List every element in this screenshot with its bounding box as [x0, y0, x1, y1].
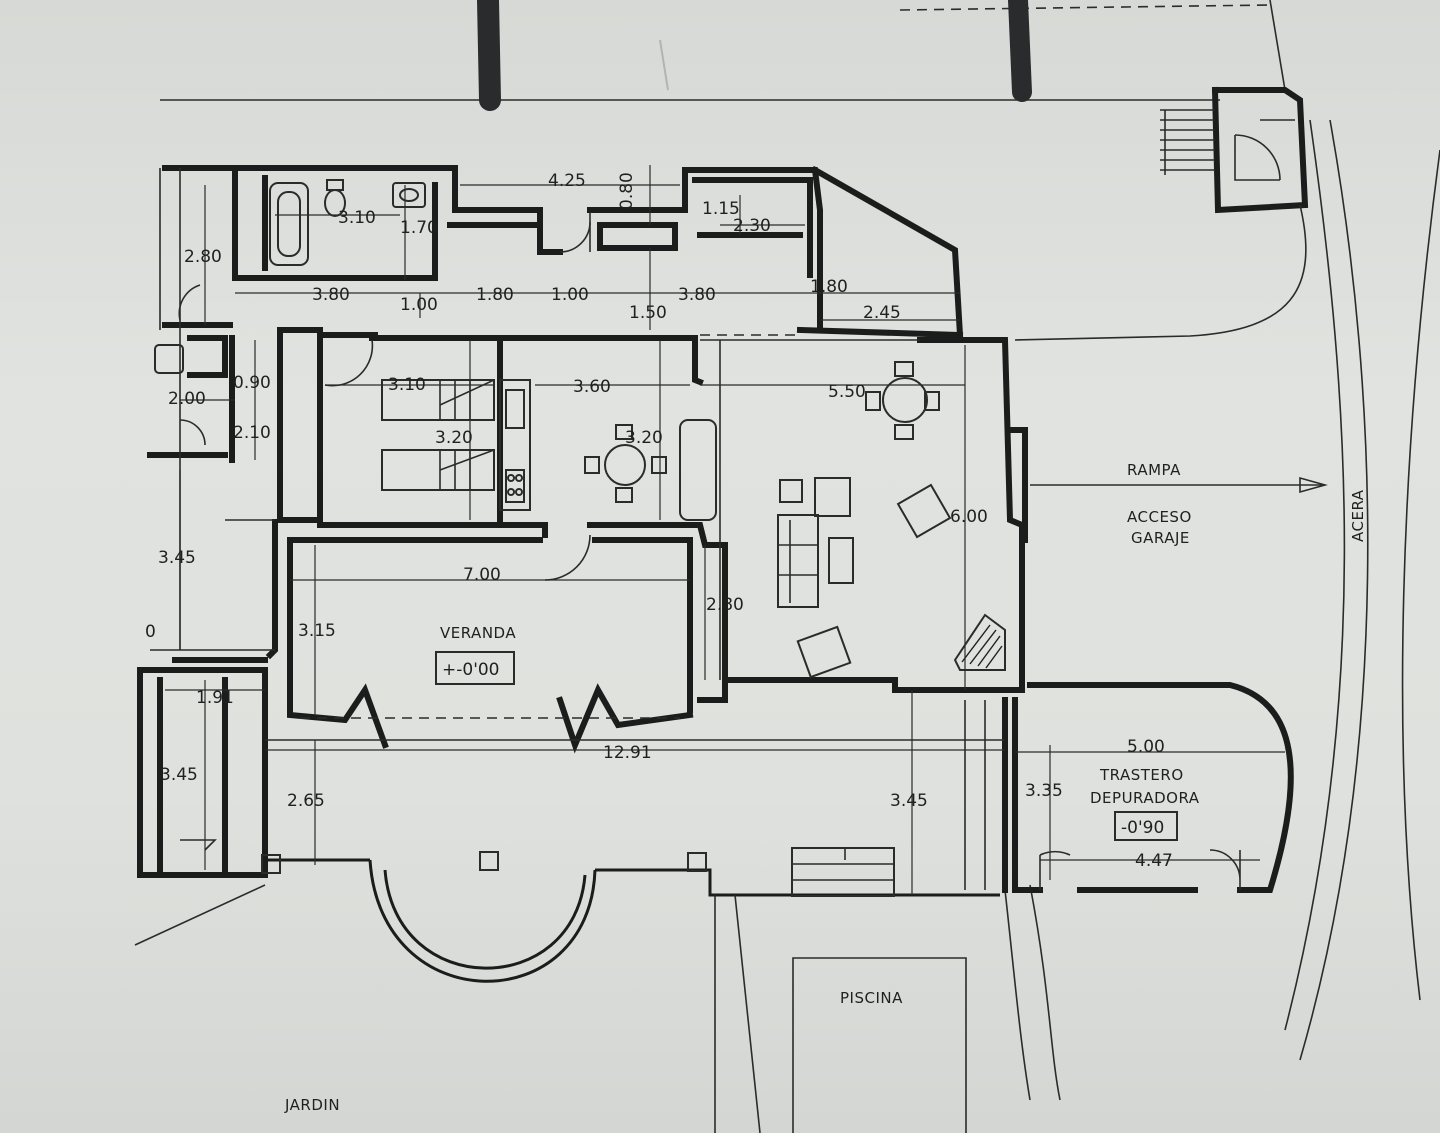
dim-1-50: 1.50 [629, 303, 667, 323]
fireplace-icon [953, 613, 1006, 671]
dim-3-35: 3.35 [1025, 781, 1063, 801]
dim-3-10-bath: 3.10 [338, 208, 376, 228]
label-acceso: ACCESO [1127, 508, 1192, 526]
column-icon [687, 852, 707, 872]
dim-2-65: 2.65 [287, 791, 325, 811]
level-box-veranda [435, 651, 515, 685]
dim-3-45-left: 3.45 [158, 548, 196, 568]
armchair-icon [796, 625, 852, 679]
dim-3-45-right: 3.45 [890, 791, 928, 811]
dim-3-10-room: 3.10 [388, 375, 426, 395]
label-acera: ACERA [1349, 489, 1367, 542]
dim-1-80-a: 1.80 [476, 285, 514, 305]
binder-marks [477, 0, 1032, 111]
sink-icon [154, 344, 184, 374]
level-trastero: -0'90 [1121, 818, 1164, 838]
dim-12-91: 12.91 [603, 743, 652, 763]
dim-1-00-b: 1.00 [551, 285, 589, 305]
dim-1-15: 1.15 [702, 199, 740, 219]
level-veranda: +-0'00 [442, 660, 500, 680]
dim-3-80-b: 3.80 [678, 285, 716, 305]
dim-1-91: 1.91 [196, 688, 234, 708]
dim-0-80: 0.80 [617, 172, 637, 210]
stove-icon [505, 469, 525, 503]
dim-2-00: 2.00 [168, 389, 206, 409]
kitchen-sink-icon [505, 389, 525, 429]
label-rampa: RAMPA [1127, 461, 1181, 479]
dim-1-00-a: 1.00 [400, 295, 438, 315]
dim-5-00: 5.00 [1127, 737, 1165, 757]
label-trastero: TRASTERO [1099, 766, 1184, 784]
dimension-labels: 4.25 0.80 1.15 2.30 3.10 1.70 2.80 3.80 … [145, 171, 1173, 871]
dim-0-90: 0.90 [233, 373, 271, 393]
bathroom-fixtures [154, 179, 426, 374]
coffee-table-icon [828, 537, 854, 584]
round-table-icon [865, 361, 940, 440]
dim-3-20-a: 3.20 [435, 428, 473, 448]
dim-4-25: 4.25 [548, 171, 586, 191]
dim-0: 0 [145, 622, 156, 642]
dimension-lines [165, 165, 1285, 895]
driveway-curves [1004, 119, 1440, 1101]
furniture [261, 361, 1006, 1133]
label-veranda: VERANDA [440, 624, 516, 642]
dim-4-47: 4.47 [1135, 851, 1173, 871]
armchair-icon [814, 477, 851, 517]
ramp-arrow [1030, 476, 1328, 494]
dim-1-80-b: 1.80 [810, 277, 848, 297]
dim-3-80-a: 3.80 [312, 285, 350, 305]
dim-2-80-mid: 2.80 [706, 595, 744, 615]
entrance-stairs [1160, 86, 1309, 214]
dim-3-20-b: 3.20 [625, 428, 663, 448]
dim-2-30: 2.30 [733, 216, 771, 236]
dining-table-icon [584, 424, 667, 503]
armchair-icon [896, 483, 952, 539]
interior-lines [150, 168, 1005, 1133]
dim-5-50: 5.50 [828, 382, 866, 402]
dim-2-45: 2.45 [863, 303, 901, 323]
counter-bench [679, 419, 717, 521]
bathtub-icon [269, 182, 309, 266]
label-garaje: GARAJE [1131, 529, 1190, 547]
plot-boundary-top [160, 0, 1286, 101]
dim-6-00: 6.00 [950, 507, 988, 527]
terrace-steps [791, 847, 895, 897]
sink-icon [392, 182, 426, 208]
dim-2-80-left: 2.80 [184, 247, 222, 267]
pool-outline [792, 957, 967, 1133]
dim-7-00: 7.00 [463, 565, 501, 585]
dim-2-10: 2.10 [233, 423, 271, 443]
label-jardin: JARDIN [284, 1096, 340, 1114]
dim-1-70: 1.70 [400, 218, 438, 238]
dim-3-45-low: 3.45 [160, 765, 198, 785]
door-swings [178, 212, 1241, 890]
sofa-icon [777, 514, 819, 608]
column-icon [479, 851, 499, 871]
level-box-trastero [1114, 811, 1178, 841]
column-icon [261, 854, 281, 874]
kitchen-fixtures [499, 379, 531, 511]
dim-3-15: 3.15 [298, 621, 336, 641]
label-depuradora: DEPURADORA [1090, 789, 1200, 807]
room-labels: VERANDA +-0'00 TRASTERO DEPURADORA -0'90… [284, 461, 1367, 1114]
label-piscina: PISCINA [840, 989, 903, 1007]
dim-3-60: 3.60 [573, 377, 611, 397]
